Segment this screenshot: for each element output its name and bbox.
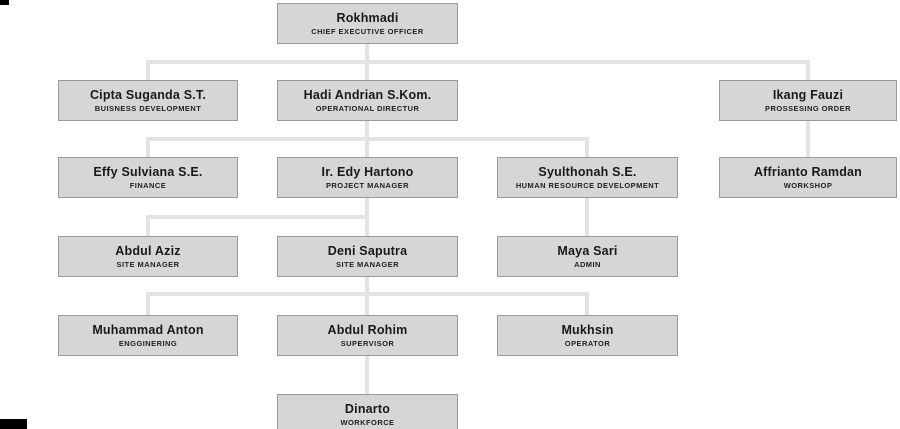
person-name: Mukhsin xyxy=(561,323,614,338)
person-name: Maya Sari xyxy=(557,244,618,259)
person-name: Deni Saputra xyxy=(327,244,408,259)
connector-opdir-down xyxy=(365,121,369,141)
org-node-procorder: Ikang Fauzi PROSSESING ORDER xyxy=(719,80,897,121)
person-title: FINANCE xyxy=(129,181,167,191)
person-name: Dinarto xyxy=(344,402,391,417)
connector-opdir-up xyxy=(365,60,369,80)
connector-hrd-admin xyxy=(585,198,589,236)
person-title: WORKFORCE xyxy=(340,418,395,428)
connector-finance-up xyxy=(146,137,150,157)
artifact-top-left-fragment xyxy=(0,0,9,5)
connector-sitemgr1-up xyxy=(146,215,150,236)
person-name: Abdul Aziz xyxy=(115,244,181,259)
person-title: PROSSESING ORDER xyxy=(765,104,851,114)
org-node-bizdev: Cipta Suganda S.T. BUISNESS DEVELOPMENT xyxy=(58,80,238,121)
connector-engineer-up xyxy=(146,292,150,315)
connector-row2-horizontal xyxy=(146,60,810,64)
org-node-opdir: Hadi Andrian S.Kom. OPERATIONAL DIRECTUR xyxy=(277,80,458,121)
person-name: Affrianto Ramdan xyxy=(753,165,863,180)
person-title: HUMAN RESOURCE DEVELOPMENT xyxy=(515,181,660,191)
org-node-admin: Maya Sari ADMIN xyxy=(497,236,678,277)
person-title: SITE MANAGER xyxy=(336,260,399,270)
person-title: SITE MANAGER xyxy=(116,260,180,270)
org-node-operator: Mukhsin OPERATOR xyxy=(497,315,678,356)
connector-row4-horizontal xyxy=(146,215,369,219)
connector-projmgr-up xyxy=(365,137,369,157)
org-node-workforce: Dinarto WORKFORCE xyxy=(277,394,458,429)
connector-operator-up xyxy=(585,292,589,315)
person-title: OPERATIONAL DIRECTUR xyxy=(315,104,420,114)
org-node-sitemgr2: Deni Saputra SITE MANAGER xyxy=(277,236,458,277)
connector-bizdev-up xyxy=(146,60,150,80)
person-title: BUISNESS DEVELOPMENT xyxy=(94,104,202,114)
connector-procorder-up xyxy=(806,60,810,80)
person-title: CHIEF EXECUTIVE OFFICER xyxy=(311,27,424,37)
org-node-sitemgr1: Abdul Aziz SITE MANAGER xyxy=(58,236,238,277)
connector-sitemgr2-down xyxy=(365,277,369,296)
org-node-ceo: Rokhmadi CHIEF EXECUTIVE OFFICER xyxy=(277,3,458,44)
org-node-workshop: Affrianto Ramdan WORKSHOP xyxy=(719,157,897,198)
connector-sitemgr2-up xyxy=(365,215,369,236)
person-title: SUPERVISOR xyxy=(340,339,395,349)
person-title: OPERATOR xyxy=(564,339,611,349)
person-name: Cipta Suganda S.T. xyxy=(89,88,207,103)
org-node-supervisor: Abdul Rohim SUPERVISOR xyxy=(277,315,458,356)
connector-projmgr-down xyxy=(365,198,369,219)
person-name: Ikang Fauzi xyxy=(772,88,844,103)
connector-ceo-down xyxy=(365,43,369,64)
person-name: Hadi Andrian S.Kom. xyxy=(303,88,432,103)
person-name: Ir. Edy Hartono xyxy=(321,165,414,180)
connector-supervisor-workforce xyxy=(365,356,369,394)
connector-supervisor-up xyxy=(365,292,369,315)
person-title: ENGGINERING xyxy=(118,339,178,349)
person-name: Effy Sulviana S.E. xyxy=(93,165,203,180)
connector-hrd-up xyxy=(585,137,589,157)
person-name: Syulthonah S.E. xyxy=(538,165,637,180)
person-title: WORKSHOP xyxy=(783,181,833,191)
person-name: Abdul Rohim xyxy=(327,323,408,338)
person-name: Rokhmadi xyxy=(336,11,399,26)
org-node-engineer: Muhammad Anton ENGGINERING xyxy=(58,315,238,356)
person-name: Muhammad Anton xyxy=(92,323,204,338)
artifact-bottom-left-fragment xyxy=(0,419,27,429)
org-node-projmgr: Ir. Edy Hartono PROJECT MANAGER xyxy=(277,157,458,198)
person-title: ADMIN xyxy=(574,260,601,270)
org-node-finance: Effy Sulviana S.E. FINANCE xyxy=(58,157,238,198)
connector-procorder-workshop xyxy=(806,121,810,157)
person-title: PROJECT MANAGER xyxy=(325,181,409,191)
org-node-hrd: Syulthonah S.E. HUMAN RESOURCE DEVELOPME… xyxy=(497,157,678,198)
